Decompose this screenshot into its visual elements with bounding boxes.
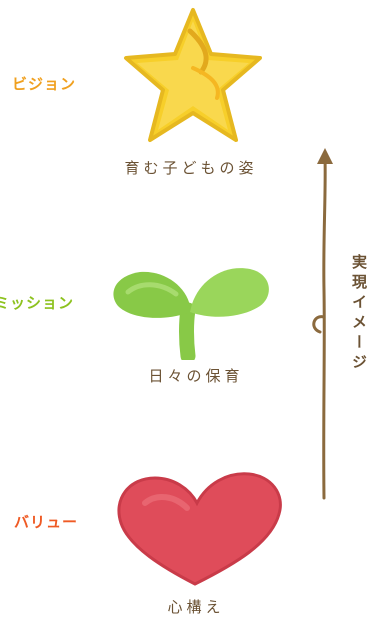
mission-label: ミッション (0, 294, 75, 312)
heart-icon (117, 472, 282, 586)
mission-caption: 日々の保育 (148, 367, 244, 385)
star-icon (124, 8, 262, 142)
implementation-image-label: 実現イメージ (350, 254, 368, 374)
value-label: バリュー (14, 513, 79, 531)
upward-arrow-icon (312, 148, 333, 500)
vision-label: ビジョン (12, 75, 77, 93)
sprout-icon (113, 268, 269, 360)
vision-caption: 育む子どもの姿 (124, 159, 258, 177)
value-caption: 心構え (167, 598, 225, 616)
